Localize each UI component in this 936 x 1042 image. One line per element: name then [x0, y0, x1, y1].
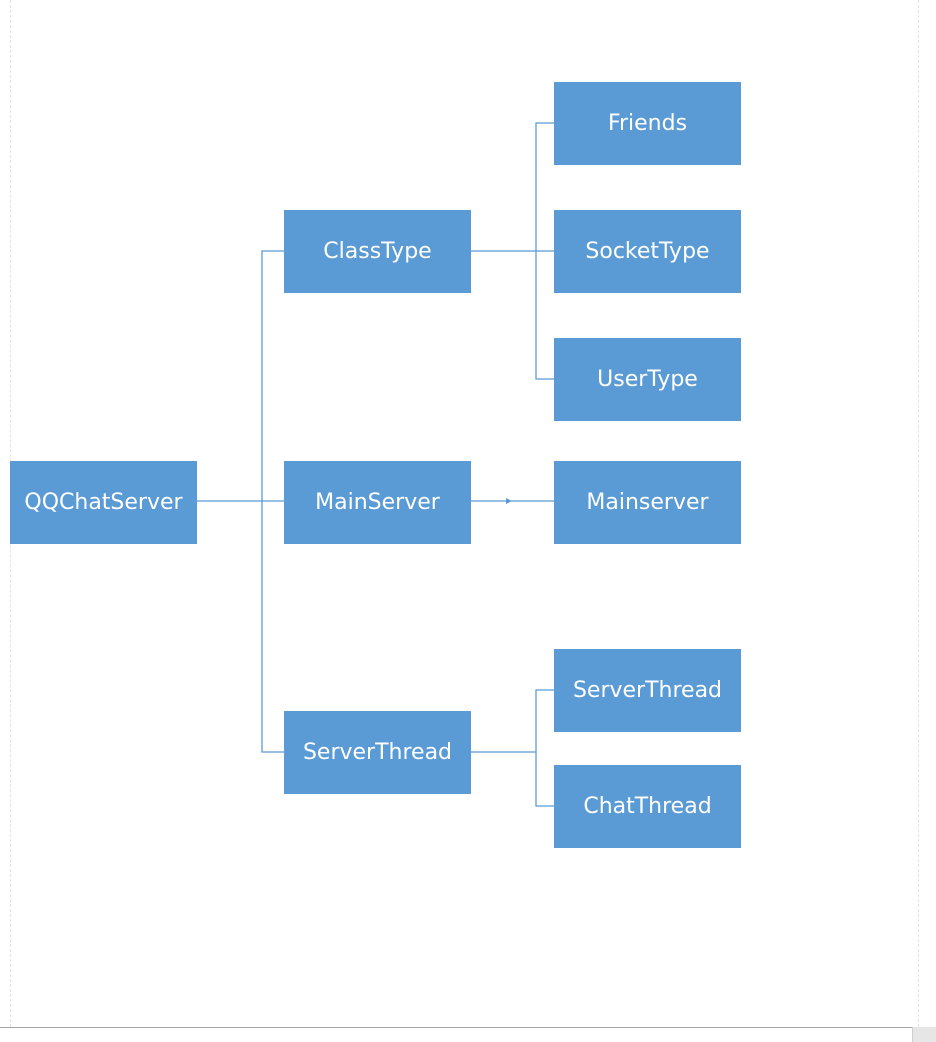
node-friends: Friends [554, 82, 741, 165]
node-qqchatserver: QQChatServer [10, 461, 197, 544]
node-chatthread: ChatThread [554, 765, 741, 848]
page-margin-right [918, 0, 919, 1027]
node-usertype: UserType [554, 338, 741, 421]
node-label: MainServer [315, 490, 440, 515]
connector-classtype-friends [535, 122, 554, 251]
node-label: UserType [597, 367, 698, 392]
node-serverthread: ServerThread [284, 711, 471, 794]
connector-root-classtype [197, 250, 284, 502]
node-mainserver-child: Mainserver [554, 461, 741, 544]
connector-classtype-usertype [535, 251, 554, 380]
scrollbar-corner [912, 1027, 936, 1042]
connector-root-serverthread [261, 501, 284, 753]
node-label: ClassType [323, 239, 432, 264]
connector-serverthread-serverthread [535, 689, 554, 752]
node-label: ServerThread [302, 740, 453, 765]
node-sockettype: SocketType [554, 210, 741, 293]
node-mainserver: MainServer [284, 461, 471, 544]
node-classtype: ClassType [284, 210, 471, 293]
node-serverthread-child: ServerThread [554, 649, 741, 732]
node-label: Mainserver [586, 490, 709, 515]
connector-arrowhead [506, 498, 512, 504]
node-label: QQChatServer [24, 490, 183, 515]
page-bottom-edge [0, 1027, 912, 1028]
node-label: Friends [607, 111, 688, 136]
node-label: ChatThread [583, 794, 712, 819]
node-label: ServerThread [572, 678, 723, 703]
node-label: SocketType [585, 239, 710, 264]
connector-serverthread-chatthread [535, 752, 554, 807]
